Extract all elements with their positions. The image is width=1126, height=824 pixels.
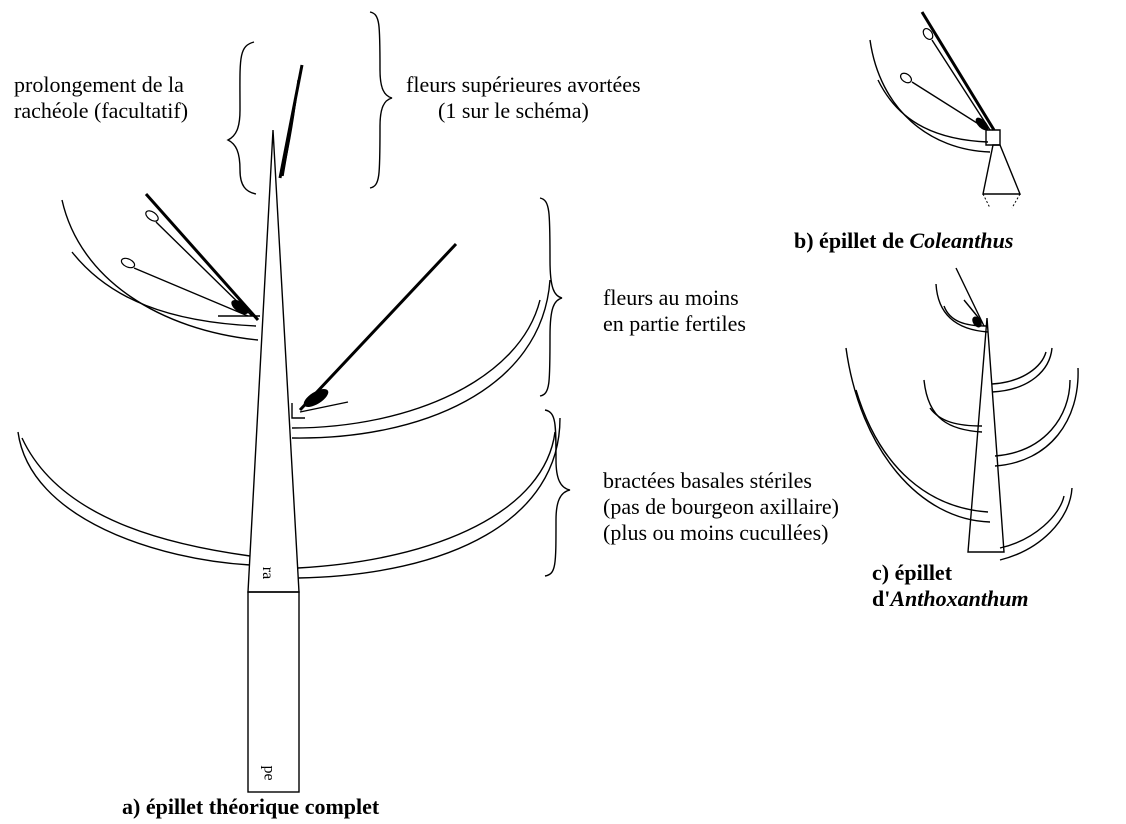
ovary-b	[975, 117, 989, 131]
lemma-c-right-inner	[994, 379, 1071, 457]
label-bractees-line2: (pas de bourgeon axillaire)	[603, 494, 840, 519]
lemma-c-mid-inner	[991, 351, 1047, 385]
ovary-c	[972, 316, 982, 328]
glume-c-left-outer	[845, 347, 991, 523]
brace-prolongement	[226, 41, 257, 195]
spikelet-b	[869, 11, 1022, 209]
lemma-c-right-outer	[994, 367, 1079, 467]
lemma-right-inner	[291, 299, 541, 429]
aborted-floret-curve	[281, 79, 299, 177]
brace-fleurs-superieures	[369, 11, 393, 189]
glume-c-right-outer	[999, 487, 1073, 561]
label-fleurs-superieures-line2: (1 sur le schéma)	[438, 98, 589, 123]
ovary-left	[231, 299, 249, 315]
palea-right	[299, 401, 349, 413]
anther-b-2	[899, 72, 913, 84]
rachilla-a	[247, 129, 300, 593]
glume-b-inner	[877, 79, 989, 143]
floret-c-lemma-outer	[935, 283, 989, 333]
mark-pe: pe	[260, 765, 278, 781]
basal-bract-left-outer	[17, 431, 251, 566]
lemma-left-outer	[61, 199, 259, 341]
label-fleurs-superieures-line1: fleurs supérieures avortées	[406, 72, 641, 97]
mark-ra: ra	[259, 566, 277, 580]
glume-c-right-inner	[999, 495, 1065, 549]
aborted-awn	[278, 64, 304, 179]
rachilla-c	[967, 317, 1005, 553]
base-b	[985, 129, 1001, 146]
braces	[226, 11, 571, 577]
anther-1	[145, 210, 159, 222]
awn-right	[298, 242, 458, 412]
label-prolongement-line1: prolongement de la	[14, 72, 184, 97]
caption-b-genus: Coleanthus	[909, 228, 1014, 253]
lemma-c-left-outer	[923, 379, 983, 433]
caption-c: c) épillet d'Anthoxanthum	[872, 560, 1029, 612]
brace-bractees	[544, 409, 571, 577]
caption-b-prefix: b) épillet de	[794, 228, 910, 253]
pedicel-b-dash-2	[1011, 193, 1021, 209]
label-fleurs-fertiles-line2: en partie fertiles	[603, 311, 746, 336]
lemma-right-outer	[291, 279, 551, 439]
label-bractees: bractées basales stériles (pas de bourge…	[603, 468, 839, 546]
glume-c-left-inner	[855, 389, 989, 513]
caption-a: a) épillet théorique complet	[122, 794, 380, 819]
floret-base-right	[291, 403, 305, 419]
stamen-b-2	[911, 81, 989, 131]
label-fleurs-fertiles-line1: fleurs au moins	[603, 285, 739, 310]
label-prolongement: prolongement de la rachéole (facultatif)	[14, 72, 188, 124]
pedicel-b-dash-1	[982, 193, 991, 209]
caption-c-genus: Anthoxanthum	[890, 586, 1029, 611]
lemma-c-left-inner	[929, 407, 983, 427]
stamen-b-1	[931, 39, 991, 131]
anther-2	[120, 257, 136, 269]
caption-b: b) épillet de Coleanthus	[794, 228, 1013, 254]
basal-bract-right-outer	[297, 417, 561, 579]
brace-fleurs-fertiles	[539, 197, 563, 397]
glume-b-outer	[869, 39, 991, 153]
lemma-left-inner	[71, 251, 257, 327]
label-bractees-line3: (plus ou moins cucullées)	[603, 520, 829, 545]
label-fleurs-superieures: fleurs supérieures avortées (1 sur le sc…	[406, 72, 641, 124]
label-fleurs-fertiles: fleurs au moins en partie fertiles	[603, 285, 746, 337]
label-bractees-line1: bractées basales stériles	[603, 468, 812, 493]
anther-b-1	[922, 27, 934, 41]
basal-bract-left-inner	[21, 437, 251, 557]
awn-b	[920, 11, 996, 131]
caption-c-line1: c) épillet	[872, 560, 953, 585]
spikelet-c	[845, 267, 1079, 561]
caption-c-line2: d'Anthoxanthum	[872, 586, 1029, 612]
lemma-c-mid-outer	[991, 347, 1053, 393]
awn-c	[955, 267, 985, 327]
spikelet-a	[17, 64, 561, 793]
stamen-filament-2	[133, 267, 249, 317]
ovary-right	[303, 389, 329, 407]
basal-bract-right-inner	[297, 431, 556, 569]
label-prolongement-line2: rachéole (facultatif)	[14, 98, 189, 123]
caption-c-prefix: d'	[872, 586, 891, 611]
pedicel-a	[247, 591, 300, 793]
awn-left	[144, 193, 260, 321]
